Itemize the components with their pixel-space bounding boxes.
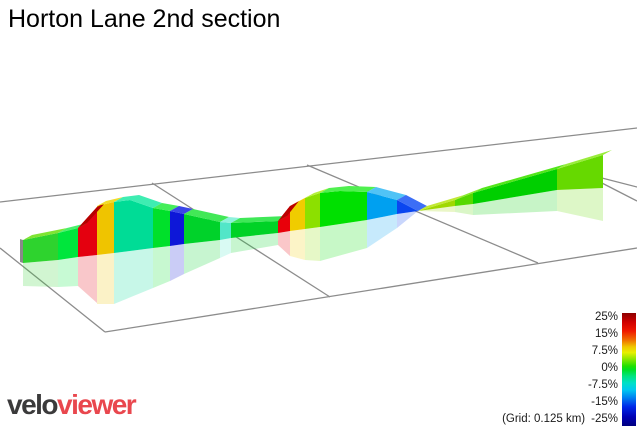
ribbon-front-face: [305, 193, 320, 229]
ground-gridline: [597, 180, 637, 202]
ribbon-top-face: [367, 187, 406, 200]
ribbon-front-face: [220, 222, 231, 240]
legend-tick: -15%: [591, 396, 618, 408]
ribbon-top-face: [557, 150, 612, 169]
ribbon-front-face: [153, 208, 170, 248]
ribbon-reflection: [184, 240, 220, 274]
ribbon-front-face: [114, 200, 153, 253]
ribbon-front-face: [231, 221, 278, 238]
ribbon-reflection: [114, 248, 153, 304]
ribbon-reflection: [290, 229, 305, 260]
ribbon-reflection: [397, 211, 418, 228]
ribbon-reflection: [220, 238, 231, 258]
ground-gridline: [104, 247, 637, 333]
ribbon-top-face: [58, 223, 87, 233]
ribbon-top-face: [97, 197, 123, 206]
ribbon-reflection: [97, 253, 114, 304]
ribbon-top-face: [305, 188, 329, 198]
ribbon-reflection: [58, 257, 78, 287]
ribbon-top-face: [418, 195, 464, 211]
ribbon-front-face: [557, 155, 603, 190]
ribbon-top-face: [278, 201, 299, 221]
ribbon-reflection: [170, 244, 184, 281]
logo-velo-text: velo: [7, 389, 59, 420]
legend-tick: 0%: [601, 362, 618, 374]
ribbon-top-face: [114, 195, 162, 208]
ribbon-start-cap: [20, 239, 23, 263]
legend-tick: -7.5%: [587, 379, 618, 391]
ribbon-reflection: [153, 246, 170, 288]
legend-tick: 7.5%: [591, 345, 618, 357]
ribbon-front-face: [320, 191, 367, 227]
gradient-color-bar: [622, 313, 636, 426]
ribbon-reflection: [231, 233, 278, 253]
ribbon-front-face: [290, 198, 305, 231]
ribbon-front-face: [397, 200, 418, 214]
ribbon-reflection: [418, 206, 455, 212]
ribbon-reflection: [23, 260, 58, 287]
ribbon-top-face: [220, 217, 240, 223]
ribbon-top-face: [23, 228, 67, 240]
legend-grid-note-row: (Grid: 0.125 km) -25%: [502, 411, 618, 427]
ribbon-reflection: [473, 190, 557, 215]
ribbon-top-face: [170, 206, 193, 214]
ribbon-front-face: [367, 192, 397, 220]
ground-gridline: [151, 182, 331, 298]
ribbon-front-face: [97, 202, 114, 255]
ground-gridline: [0, 127, 637, 203]
ribbon-reflection: [278, 231, 290, 256]
ground-gridline: [0, 247, 106, 333]
ribbon-top-face: [397, 195, 427, 211]
veloviewer-logo[interactable]: veloviewer: [7, 389, 137, 420]
ribbon-top-face: [290, 193, 314, 206]
ribbon-top-face: [153, 203, 179, 211]
gradient-legend: 25% 15% 7.5% 0% -7.5% -15% (Grid: 0.125 …: [502, 309, 618, 427]
page-title: Horton Lane 2nd section: [8, 5, 281, 33]
ribbon-front-face: [170, 211, 184, 246]
grid-interval-note: (Grid: 0.125 km): [502, 413, 586, 425]
legend-tick: 25%: [594, 311, 618, 323]
legend-tick: 15%: [594, 328, 618, 340]
ribbon-front-face: [78, 207, 97, 257]
legend-tick: -25%: [591, 413, 618, 425]
ribbon-top-face: [184, 209, 229, 222]
ribbon-top-face: [473, 164, 566, 193]
ribbon-top-face: [78, 202, 106, 228]
ribbon-front-face: [184, 214, 220, 244]
ribbon-reflection: [320, 220, 367, 261]
ribbon-front-face: [58, 228, 78, 260]
ribbon-front-face: [455, 193, 473, 206]
ribbon-reflection: [367, 214, 397, 248]
ribbon-top-face: [455, 188, 482, 200]
ribbon-reflection: [557, 188, 603, 221]
ground-gridline: [306, 164, 539, 264]
ribbon-reflection: [78, 255, 97, 303]
ribbon-top-face: [320, 186, 376, 193]
ribbon-reflection: [305, 227, 320, 261]
ribbon-front-face: [23, 233, 58, 263]
ground-gridline: [597, 176, 637, 188]
ribbon-front-face: [473, 169, 557, 204]
ribbon-top-face: [231, 216, 287, 223]
ribbon-reflection: [455, 204, 473, 215]
logo-viewer-text: viewer: [57, 389, 137, 420]
